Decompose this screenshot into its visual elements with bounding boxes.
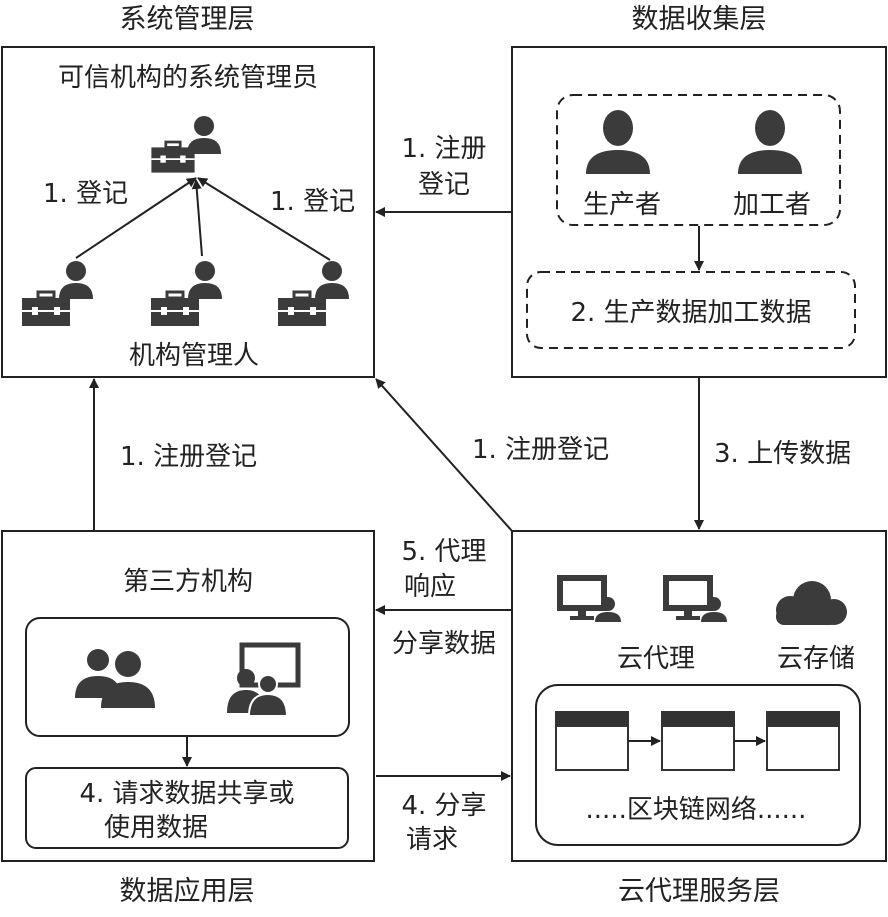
cloud-icon (776, 581, 847, 625)
org-managers-label: 机构管理人 (129, 341, 259, 371)
step4-line1: 4. 请求数据共享或 (79, 779, 294, 809)
system-management-box (1, 46, 375, 378)
blockchain-label: .....区块链网络...... (586, 795, 807, 825)
register-arrow-left (75, 177, 197, 259)
step2-label: 2. 生产数据加工数据 (570, 298, 811, 328)
share-request-line2: 请求 (406, 825, 458, 855)
collection-register-line1: 1. 注册 (401, 134, 486, 164)
blockchain-box (535, 684, 861, 846)
application-register-label: 1. 注册登记 (120, 442, 257, 472)
block-icon (555, 711, 840, 771)
step4-box (25, 767, 349, 849)
data-application-layer-title: 数据应用层 (120, 876, 255, 907)
admin-briefcase-icon (150, 140, 196, 174)
cloud-proxy-layer-title: 云代理服务层 (618, 876, 780, 907)
system-admin-label: 可信机构的系统管理员 (58, 63, 318, 93)
producer-label: 生产者 (583, 190, 661, 220)
monitor-user-icon (560, 578, 727, 622)
share-request-line1: 4. 分享 (401, 791, 486, 821)
data-application-box (1, 530, 375, 862)
data-collection-layer-title: 数据收集层 (632, 4, 767, 35)
presentation-icon (227, 642, 301, 717)
proxy-response-line3: 分享数据 (392, 629, 496, 659)
proxy-response-line1: 5. 代理 (401, 537, 486, 567)
cloud-to-admin-arrow (375, 378, 513, 532)
register-right-label: 1. 登记 (270, 187, 355, 217)
step2-dashed-box (526, 271, 856, 349)
cloud-storage-label: 云存储 (777, 644, 855, 674)
third-party-label: 第三方机构 (123, 567, 253, 597)
processor-person-icon (738, 110, 802, 174)
third-party-inner-box (25, 617, 350, 737)
proxy-response-line2: 响应 (404, 572, 456, 602)
cloud-proxy-label: 云代理 (617, 644, 695, 674)
producer-person-icon (586, 110, 650, 174)
register-arrow-middle (191, 179, 203, 257)
register-left-label: 1. 登记 (43, 179, 128, 209)
cloud-register-label: 1. 注册登记 (472, 435, 609, 465)
system-management-layer-title: 系统管理层 (120, 4, 255, 35)
producers-dashed-group (556, 94, 841, 226)
upload-label: 3. 上传数据 (714, 439, 851, 469)
group-icon (75, 649, 155, 708)
collection-register-line2: 登记 (418, 170, 470, 200)
cloud-proxy-box (511, 530, 887, 862)
register-arrow-right (197, 177, 331, 261)
processor-label: 加工者 (733, 190, 811, 220)
step4-line2: 使用数据 (104, 813, 208, 843)
